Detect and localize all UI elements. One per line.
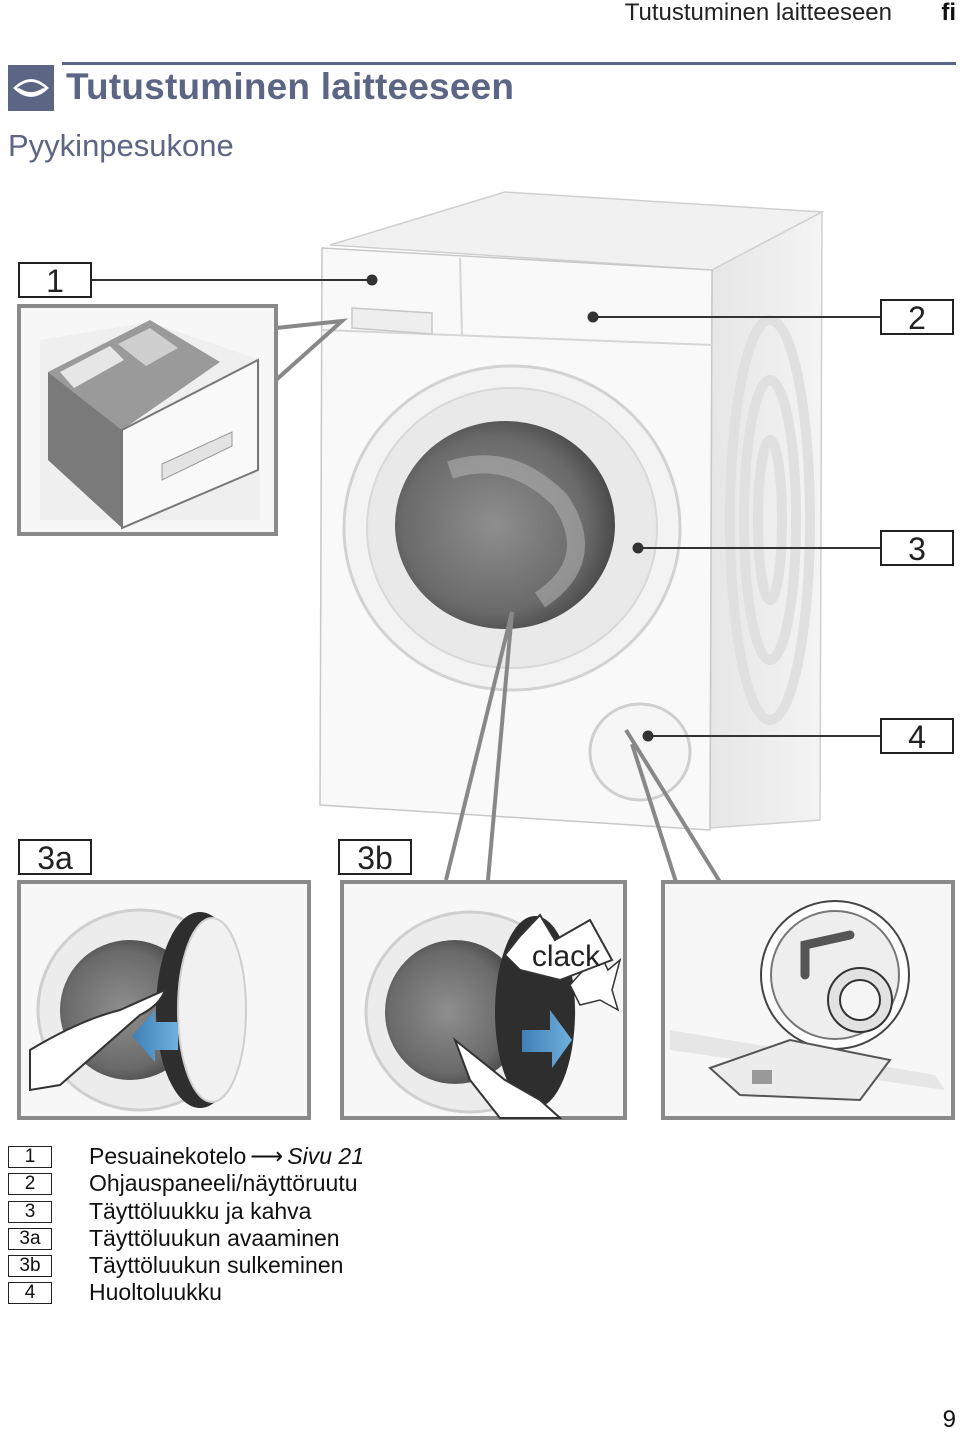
callout-3a: 3a (37, 840, 73, 876)
legend-key: 3 (8, 1200, 52, 1223)
callout-2: 2 (908, 300, 926, 336)
washing-machine-figure: 1 2 3 4 3a 3b clack (17, 191, 955, 1120)
legend-text: Ohjauspaneeli/näyttöruutu (89, 1170, 358, 1197)
legend: 1 Pesuainekotelo⟶Sivu 21 2 Ohjauspaneeli… (8, 1143, 708, 1307)
subtitle: Pyykinpesukone (8, 128, 234, 163)
running-title: Tutustuminen laitteeseen (624, 0, 892, 26)
callout-4: 4 (908, 719, 926, 755)
service-flap-inset (661, 880, 955, 1120)
arrow-right-icon: ⟶ (250, 1143, 284, 1169)
door-open-inset (17, 880, 311, 1120)
legend-key: 2 (8, 1173, 52, 1196)
legend-item: 2 Ohjauspaneeli/näyttöruutu (8, 1170, 708, 1197)
washing-machine (319, 191, 825, 831)
legend-item: 3a Täyttöluukun avaaminen (8, 1225, 708, 1252)
legend-text: Täyttöluukku ja kahva (89, 1197, 312, 1224)
legend-text: Täyttöluukun avaaminen (89, 1224, 340, 1251)
legend-text: Huoltoluukku (89, 1279, 222, 1306)
callout-1: 1 (46, 263, 64, 299)
legend-text: Täyttöluukun sulkeminen (89, 1252, 344, 1279)
page-reference-link[interactable]: Sivu 21 (287, 1143, 364, 1169)
door-close-inset: clack (340, 880, 627, 1120)
callout-3: 3 (908, 531, 926, 567)
legend-key: 3a (8, 1227, 52, 1250)
legend-item: 4 Huoltoluukku (8, 1279, 708, 1306)
running-header: Tutustuminen laitteeseen fi (0, 0, 960, 26)
legend-text: Pesuainekotelo (89, 1143, 247, 1169)
legend-key: 4 (8, 1282, 52, 1305)
header-rule (62, 62, 956, 65)
legend-item: 3b Täyttöluukun sulkeminen (8, 1252, 708, 1279)
clack-sound-label: clack (532, 940, 601, 973)
callout-3b: 3b (357, 840, 393, 876)
legend-key: 1 (8, 1146, 52, 1168)
legend-item: 3 Täyttöluukku ja kahva (8, 1198, 708, 1225)
page-number: 9 (942, 1406, 956, 1433)
language-code: fi (941, 0, 956, 26)
eye-icon (8, 65, 54, 111)
legend-item: 1 Pesuainekotelo⟶Sivu 21 (8, 1143, 708, 1170)
legend-key: 3b (8, 1255, 52, 1278)
detergent-drawer-inset (17, 304, 278, 536)
section-title: Tutustuminen laitteeseen (66, 66, 515, 107)
